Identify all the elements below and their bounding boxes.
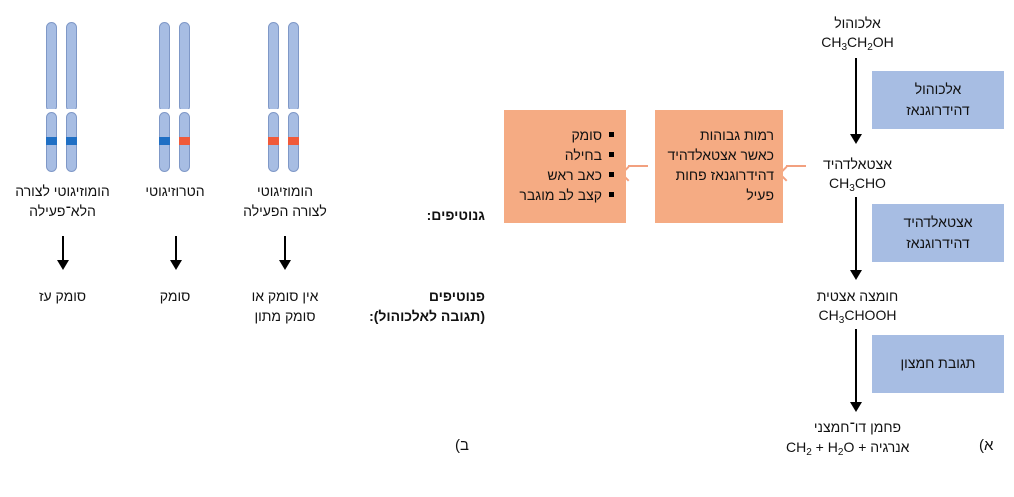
- phenotype-3-line1: סומק עז: [38, 288, 87, 304]
- phenotype-1-line2: סומק מתון: [254, 308, 316, 324]
- centromere: [288, 109, 299, 114]
- symptoms-list: סומק בחילה כאב ראש קצב לב מוגבר: [504, 110, 626, 205]
- high-levels-line2: כאשר אצטאלדהיד: [667, 147, 774, 163]
- acetic-acid-formula: CH3CHOOH: [818, 307, 897, 326]
- centromere: [268, 109, 279, 114]
- centromere: [66, 109, 77, 114]
- centromere: [159, 109, 170, 114]
- phenotype-2-line1: סומק: [159, 288, 191, 304]
- enzyme-box-2: אצטאלדהיד דהידרוגנאז: [872, 204, 1004, 262]
- high-levels-line3: דהידרוגנאז פחות: [675, 167, 774, 183]
- orange-arrow-2: [628, 165, 648, 167]
- allele-band: [268, 137, 279, 145]
- arrow-acetaldehyde-to-acid: [850, 197, 862, 280]
- high-levels-line4: פעיל: [746, 187, 774, 203]
- phenotypes-label-line2: (תגובה לאלכוהול):: [369, 308, 485, 324]
- chromosome: [268, 22, 279, 112]
- genotype-3-line2: הלא־פעילה: [29, 203, 96, 219]
- acetic-acid-name: חומצה אצטית: [816, 288, 899, 304]
- symptoms-box: סומק בחילה כאב ראש קצב לב מוגבר: [504, 110, 626, 223]
- allele-band: [159, 137, 170, 145]
- allele-band: [179, 137, 190, 145]
- phenotypes-label-line1: פנוטיפים: [428, 288, 485, 304]
- symptom-item: בחילה: [504, 145, 616, 165]
- enzyme-box-1: אלכוהול דהידרוגנאז: [872, 71, 1004, 129]
- co2-line: פחמן דו־חמצני: [813, 419, 902, 435]
- genotype-2-line1: הטרוזיגוטי: [145, 183, 205, 199]
- genotype-3-line1: הומוזיגוטי לצורה: [15, 183, 110, 199]
- allele-band: [46, 137, 57, 145]
- genotype-1-line1: הומוזיגוטי: [257, 183, 313, 199]
- arrow-genotype-1: [279, 236, 291, 270]
- centromere: [46, 109, 57, 114]
- symptom-item: כאב ראש: [504, 165, 616, 185]
- allele-band: [66, 137, 77, 145]
- symptom-item: קצב לב מוגבר: [504, 185, 616, 205]
- arrow-alcohol-to-acetaldehyde: [850, 58, 862, 144]
- enzyme1-line2: דהידרוגנאז: [906, 102, 970, 118]
- high-levels-line1: רמות גבוהות: [700, 127, 774, 143]
- panel-b-label: (ב: [455, 437, 469, 454]
- chromosome: [288, 22, 299, 112]
- genotypes-label: גנוטיפים:: [426, 207, 485, 223]
- energy-text: אנרגיה: [870, 439, 910, 455]
- enzyme1-line1: אלכוהול: [914, 81, 962, 97]
- centromere: [179, 109, 190, 114]
- alcohol-name: אלכוהול: [834, 15, 881, 31]
- chromosome: [66, 22, 77, 112]
- allele-band: [288, 137, 299, 145]
- arrow-genotype-3: [57, 236, 69, 270]
- arrow-genotype-2: [170, 236, 182, 270]
- phenotype-1-line1: אין סומק או: [251, 288, 319, 304]
- chromosome: [179, 22, 190, 112]
- enzyme2-line2: דהידרוגנאז: [906, 235, 970, 251]
- alcohol-formula: CH3CH2OH: [821, 34, 894, 53]
- enzyme2-line1: אצטאלדהיד: [903, 214, 973, 230]
- oxidation-text: תגובת חמצון: [900, 355, 976, 371]
- chromosome: [46, 22, 57, 112]
- high-levels-box: רמות גבוהות כאשר אצטאלדהיד דהידרוגנאז פח…: [655, 110, 783, 223]
- oxidation-box: תגובת חמצון: [872, 335, 1004, 393]
- acetaldehyde-formula: CH3CHO: [829, 175, 886, 194]
- acetaldehyde-name: אצטאלדהיד: [822, 156, 893, 172]
- panel-a-label: (א: [979, 437, 994, 454]
- orange-arrow-1: [786, 165, 806, 167]
- end-products-line: CH2 + H2O + אנרגיה: [786, 439, 910, 458]
- arrow-acid-to-end: [850, 329, 862, 412]
- genotype-1-line2: לצורה הפעילה: [243, 203, 327, 219]
- chromosome: [159, 22, 170, 112]
- symptom-item: סומק: [504, 125, 616, 145]
